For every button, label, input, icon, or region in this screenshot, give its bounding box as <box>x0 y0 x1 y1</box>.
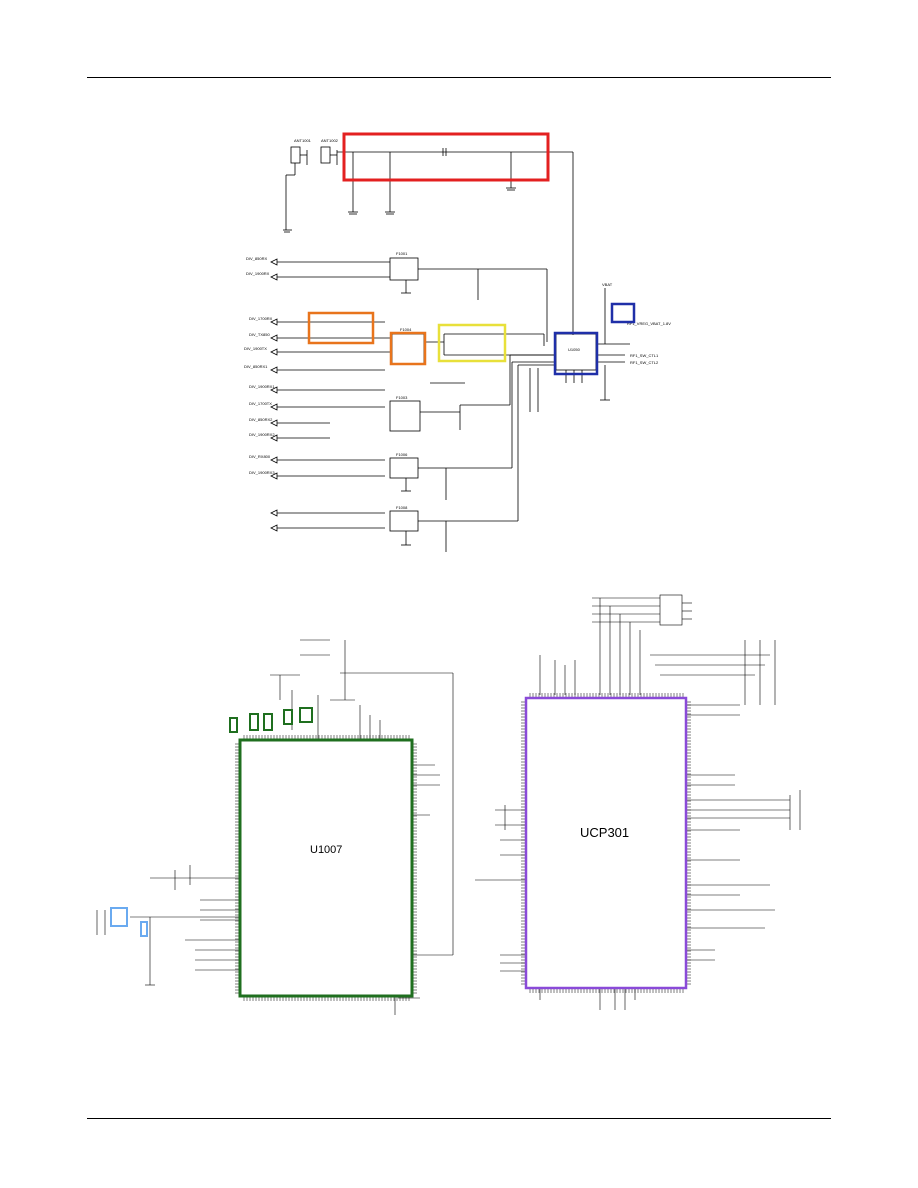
green-highlight-boxes <box>229 707 313 733</box>
net-right-2: RF1_SW_CTL1 <box>630 353 659 358</box>
u1007-label: U1007 <box>310 844 342 856</box>
left-net-ports <box>270 258 278 532</box>
filter-label-1: F1001 <box>396 251 408 256</box>
net-left-7: DIV_1900RX1 <box>249 384 275 389</box>
orange-highlight-box-2 <box>389 331 427 366</box>
vbat-label: VBAT <box>602 282 613 287</box>
navy-highlight-box-1 <box>553 331 599 376</box>
ucp301-pins <box>521 693 691 993</box>
filter-label-2: F1003 <box>396 395 408 400</box>
filter-label-4: F1008 <box>396 505 408 510</box>
rf-left-nets <box>277 257 555 552</box>
rf-labels: ANT1001 ANT1002 U1050 VBAT RF1_VREG_VBAT… <box>244 138 671 510</box>
net-left-10: DIV_1900RX2 <box>249 432 275 437</box>
u1007-pins <box>235 735 417 1001</box>
net-right-3: RF1_SW_CTL2 <box>630 360 659 365</box>
antenna-label-1: ANT1001 <box>294 138 312 143</box>
antenna-ant1002-symbol <box>320 146 331 164</box>
net-left-3: DIV_1700RX <box>249 316 273 321</box>
net-left-8: DIV_1700TX <box>249 401 272 406</box>
footer-rule <box>87 1118 831 1119</box>
net-left-6: DIV_850RX1 <box>244 364 268 369</box>
net-left-2: DIV_1900RX <box>246 271 270 276</box>
red-highlight-box <box>342 132 550 182</box>
net-left-5: DIV_1900TX <box>244 346 267 351</box>
u1050-body <box>555 333 597 371</box>
ucp301-label: UCP301 <box>580 825 629 840</box>
header-rule <box>87 77 831 78</box>
ucp301-body <box>524 696 688 990</box>
antenna-label-2: ANT1002 <box>321 138 339 143</box>
net-left-1: DIV_850RX <box>246 256 267 261</box>
u1007-body <box>238 738 414 998</box>
net-left-4: DIV_TX850 <box>249 332 270 337</box>
antenna-ant1001-symbol <box>290 146 301 164</box>
diplexer-label: F1004 <box>400 327 412 332</box>
filter-label-3: F1006 <box>396 452 408 457</box>
net-left-12: DIV_1900RX3 <box>249 470 275 475</box>
u1050-label: U1050 <box>568 347 581 352</box>
lightblue-highlight-boxes <box>110 907 148 937</box>
orange-highlight-box-1 <box>307 311 375 345</box>
u1007-area <box>96 639 454 1015</box>
yellow-highlight-box <box>437 323 507 363</box>
ucp301-area <box>475 594 801 1010</box>
net-left-9: DIV_850RX2 <box>249 417 273 422</box>
net-left-11: DIV_RX800 <box>249 454 271 459</box>
net-right-1: RF1_VREG_VBAT_1.8V <box>627 321 671 326</box>
navy-highlight-box-2 <box>610 302 636 324</box>
